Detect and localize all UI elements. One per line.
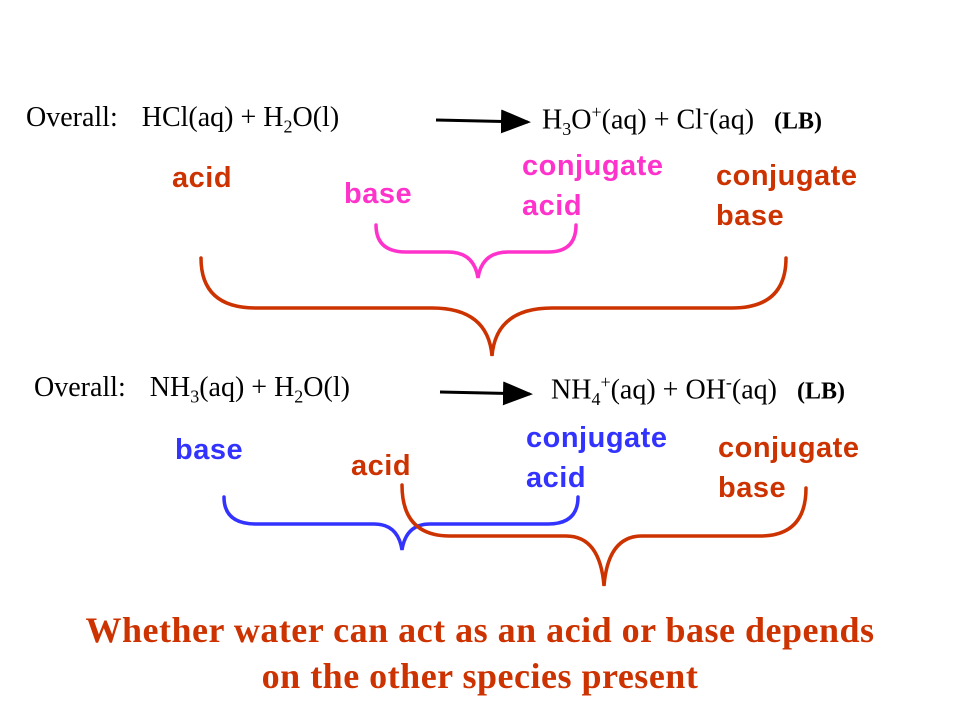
equation-1-reactants: HCl(aq) + H2O(l) (141, 102, 340, 137)
eq2-base-label: base (175, 434, 244, 466)
equation-2: Overall: NH3(aq) + H2O(l) (34, 372, 350, 408)
equation-2-tag: (LB) (797, 378, 845, 405)
equation-1-tag: (LB) (774, 108, 823, 135)
reaction-arrow-2 (439, 381, 533, 406)
eq2-blue-brace (222, 495, 580, 551)
eq2-orange-brace (400, 483, 808, 587)
eq1-base-label: base (344, 178, 413, 210)
eq2-conjugate-acid-label: conjugate acid (526, 422, 668, 494)
footer-line-2: on the other species present (261, 656, 699, 696)
reaction-arrow-1 (435, 109, 531, 134)
eq1-orange-brace (199, 256, 788, 357)
equation-1-prefix: Overall: (26, 102, 118, 133)
equation-1: Overall: HCl(aq) + H2O(l) (26, 102, 339, 138)
eq1-acid-label: acid (172, 162, 233, 194)
footer-line-1: Whether water can act as an acid or base… (85, 610, 875, 650)
equation-2-products: NH4+(aq) + OH-(aq) (LB) (551, 372, 845, 409)
eq1-conjugate-acid-label: conjugate acid (522, 150, 664, 222)
equation-2-prefix: Overall: (34, 372, 126, 403)
eq2-acid-label: acid (351, 450, 412, 482)
equation-2-reactants: NH3(aq) + H2O(l) (149, 372, 350, 407)
eq1-pink-brace (374, 223, 578, 279)
eq2-conjugate-base-label: conjugate base (718, 432, 860, 504)
eq1-conjugate-base-label: conjugate base (716, 160, 858, 232)
equation-1-products: H3O+(aq) + Cl-(aq) (LB) (542, 102, 823, 139)
